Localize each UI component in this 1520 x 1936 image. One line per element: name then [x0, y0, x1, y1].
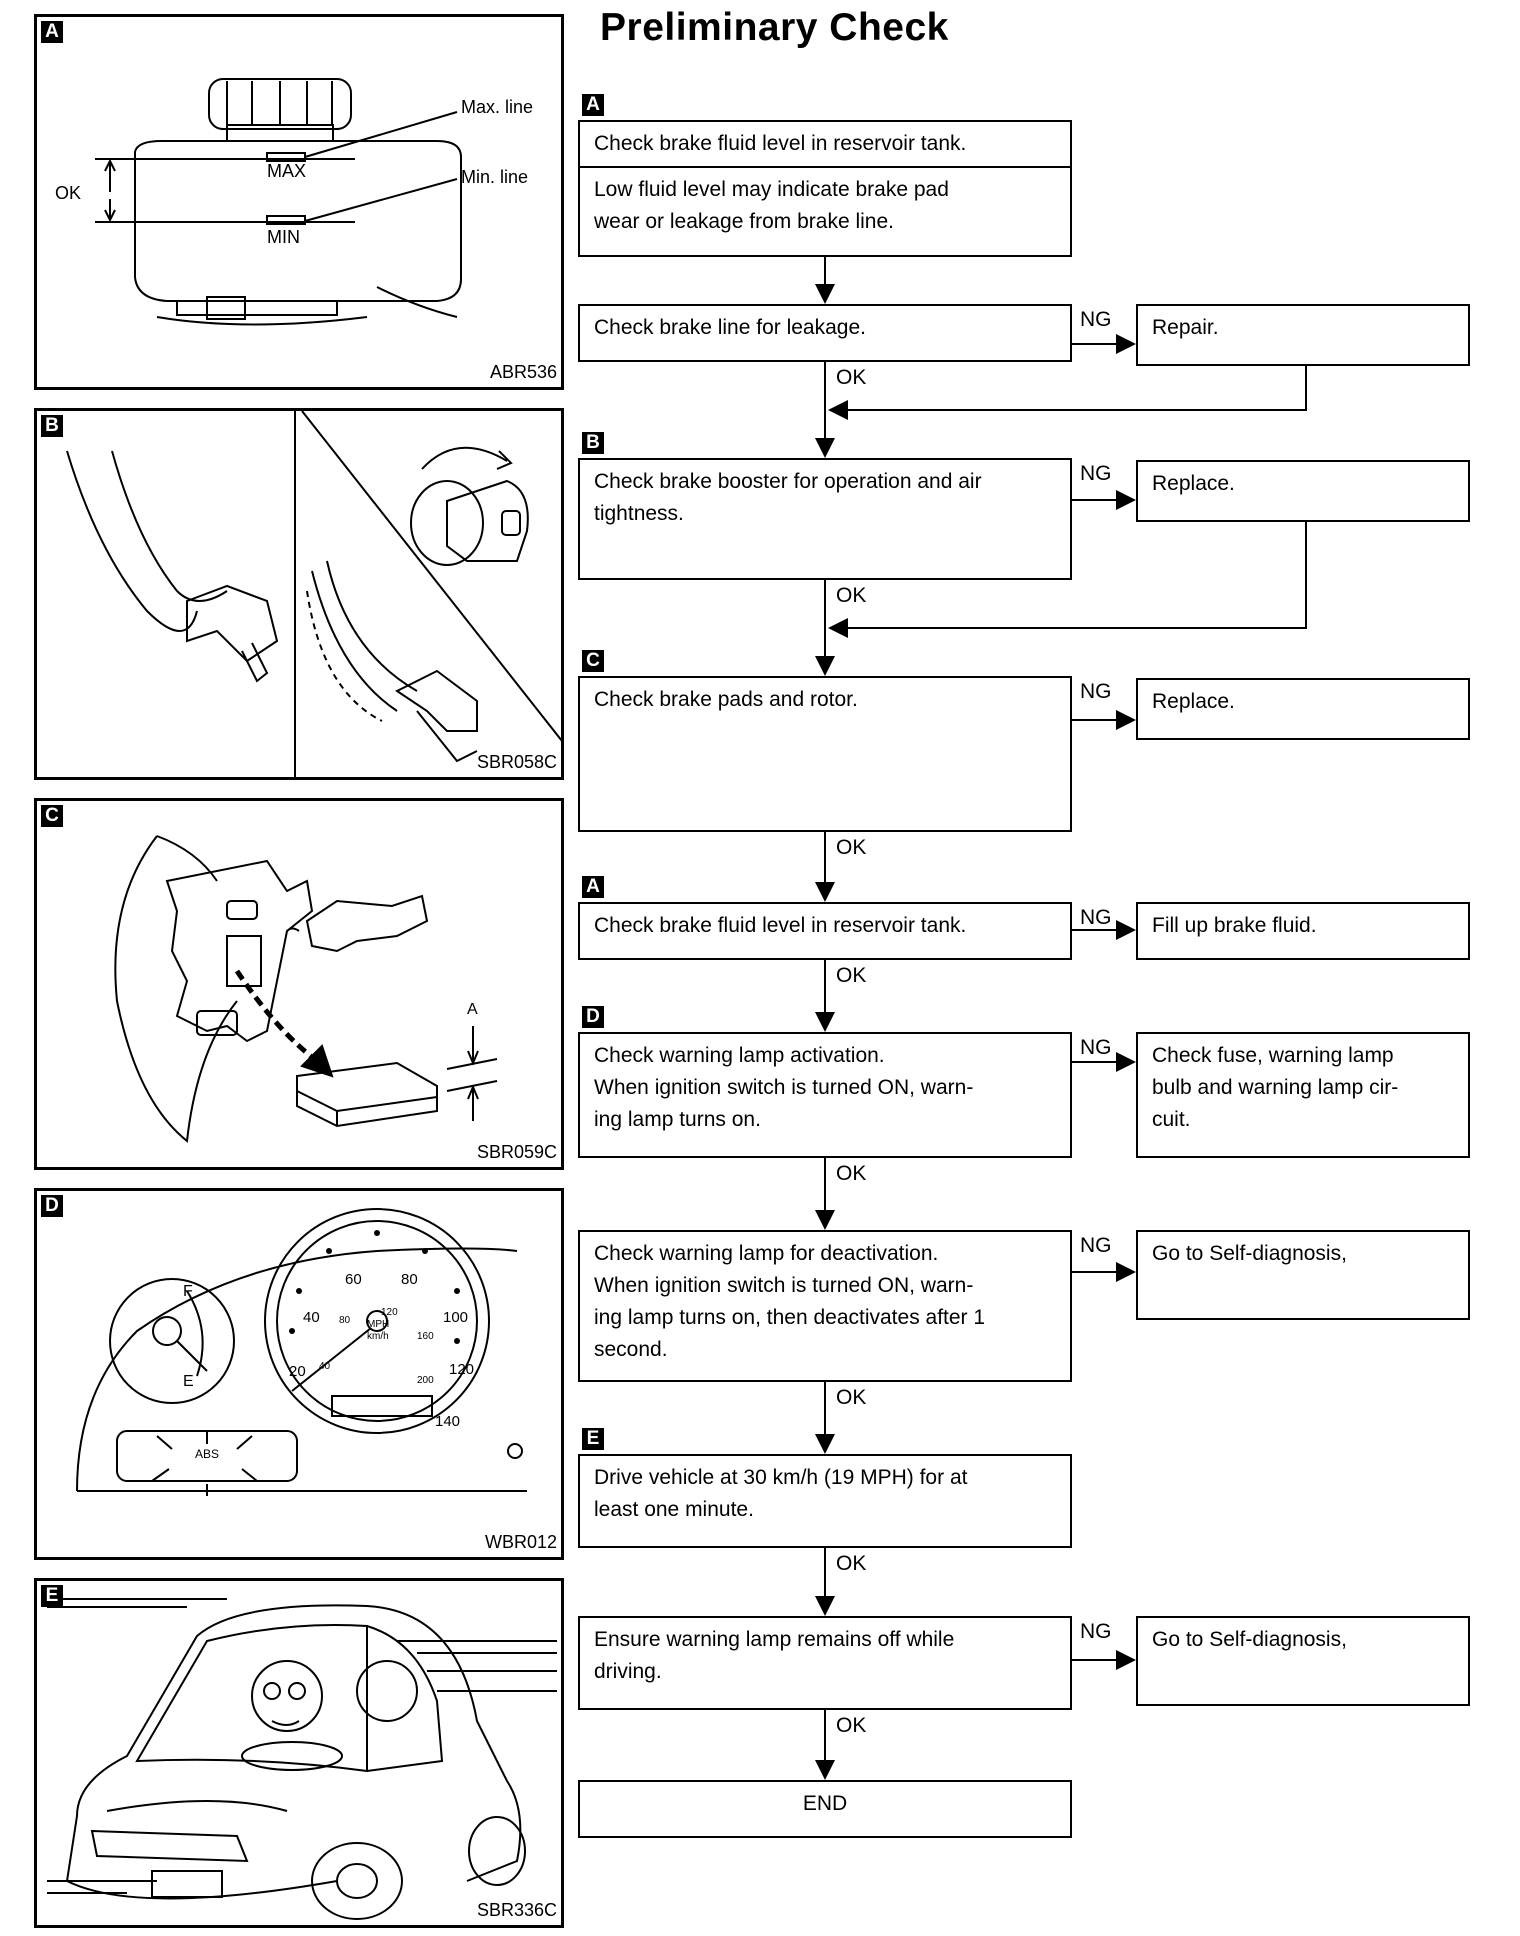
step8-badge: E — [582, 1428, 604, 1450]
figure-e-letter: E — [41, 1585, 63, 1607]
speed-mark-100: 100 — [443, 1309, 469, 1326]
step7-ng-label: NG — [1080, 1234, 1112, 1257]
fuel-f-label: F — [183, 1283, 193, 1300]
step9-ok-label: OK — [836, 1714, 867, 1737]
step9-ng-label: NG — [1080, 1620, 1112, 1643]
step6-badge: D — [582, 1006, 604, 1028]
step4-box: Check brake pads and rotor. — [578, 676, 1072, 832]
inner-mark-40: 40 — [319, 1361, 331, 1372]
step8-ok-label: OK — [836, 1552, 867, 1575]
step9-ng-box: Go to Self-diagnosis, — [1136, 1616, 1470, 1706]
step3-box: Check brake booster for operation and ai… — [578, 458, 1072, 580]
abs-warning-lamp-label: ABS — [195, 1447, 220, 1461]
step4-ng-label: NG — [1080, 680, 1112, 703]
step2-ng-label: NG — [1080, 308, 1112, 331]
step7-ng-box: Go to Self-diagnosis, — [1136, 1230, 1470, 1320]
step4-ok-label: OK — [836, 836, 867, 859]
figure-c-letter: C — [41, 805, 63, 827]
step4-ng-box: Replace. — [1136, 678, 1470, 740]
page-title: Preliminary Check — [600, 6, 949, 49]
reservoir-illustration — [95, 78, 462, 326]
step3-ng-box: Replace. — [1136, 460, 1470, 522]
ok-range-label: OK — [55, 183, 82, 203]
inner-mark-80: 80 — [339, 1315, 351, 1326]
step2-box: Check brake line for leakage. — [578, 304, 1072, 362]
step5-ok-label: OK — [836, 964, 867, 987]
step6-box: Check warning lamp activation. When igni… — [578, 1032, 1072, 1158]
inner-mark-120: 120 — [381, 1307, 398, 1318]
unit-kmh: km/h — [367, 1331, 389, 1342]
min-label: MIN — [267, 227, 300, 247]
inner-mark-160: 160 — [417, 1331, 434, 1342]
step7-ok-label: OK — [836, 1386, 867, 1409]
figure-e-driving: E SBR336C — [34, 1578, 564, 1928]
step1-note: Low fluid level may indicate brake pad w… — [578, 166, 1072, 257]
figure-d-instrument-cluster: D F E 20 40 60 80 100 120 140 40 80 120 … — [34, 1188, 564, 1560]
step2-ng-box: Repair. — [1136, 304, 1470, 366]
step9-box: Ensure warning lamp remains off while dr… — [578, 1616, 1072, 1710]
fuel-e-label: E — [183, 1373, 194, 1390]
end-box: END — [578, 1780, 1072, 1838]
step5-ng-label: NG — [1080, 906, 1112, 929]
step5-badge: A — [582, 876, 604, 898]
min-line-label: Min. line — [461, 167, 529, 187]
speed-mark-60: 60 — [345, 1271, 362, 1288]
step1-header: Check brake fluid level in reservoir tan… — [578, 120, 1072, 168]
speed-mark-80: 80 — [401, 1271, 418, 1288]
figure-d-code: WBR012 — [484, 1532, 557, 1552]
unit-mph: MPH — [367, 1319, 390, 1330]
step7-box: Check warning lamp for deactivation. Whe… — [578, 1230, 1072, 1382]
speed-mark-40: 40 — [303, 1309, 320, 1326]
car-driving-illustration — [47, 1598, 557, 1920]
step8-box: Drive vehicle at 30 km/h (19 MPH) for at… — [578, 1454, 1072, 1548]
max-label: MAX — [267, 161, 307, 181]
step1-badge: A — [582, 94, 604, 116]
step6-ok-label: OK — [836, 1162, 867, 1185]
figure-e-code: SBR336C — [476, 1900, 557, 1920]
step6-ng-box: Check fuse, warning lamp bulb and warnin… — [1136, 1032, 1470, 1158]
figure-c-pads: C A SBR059C — [34, 798, 564, 1170]
figure-c-code: SBR059C — [476, 1142, 557, 1162]
figure-d-letter: D — [41, 1195, 63, 1217]
figure-b-code: SBR058C — [476, 752, 557, 772]
max-line-label: Max. line — [461, 97, 534, 117]
figure-a-letter: A — [41, 21, 63, 43]
figure-a-reservoir: A Max. line Min. line OK MAX MIN ABR536 — [34, 14, 564, 390]
speed-mark-120: 120 — [449, 1361, 475, 1378]
speed-mark-140: 140 — [435, 1413, 461, 1430]
step6-ng-label: NG — [1080, 1036, 1112, 1059]
brake-pedal-illustration — [66, 411, 561, 777]
step3-badge: B — [582, 432, 604, 454]
inner-mark-200: 200 — [417, 1375, 434, 1386]
step4-badge: C — [582, 650, 604, 672]
thickness-label-a: A — [467, 1001, 478, 1018]
step3-ok-label: OK — [836, 584, 867, 607]
step5-box: Check brake fluid level in reservoir tan… — [578, 902, 1072, 960]
step3-ng-label: NG — [1080, 462, 1112, 485]
figure-b-booster: B SBR058C — [34, 408, 564, 780]
step5-ng-box: Fill up brake fluid. — [1136, 902, 1470, 960]
brake-pad-illustration — [114, 835, 498, 1143]
instrument-cluster-illustration — [76, 1208, 527, 1496]
speed-mark-20: 20 — [289, 1363, 306, 1380]
figure-b-letter: B — [41, 415, 63, 437]
step2-ok-label: OK — [836, 366, 867, 389]
figure-a-code: ABR536 — [489, 362, 557, 382]
